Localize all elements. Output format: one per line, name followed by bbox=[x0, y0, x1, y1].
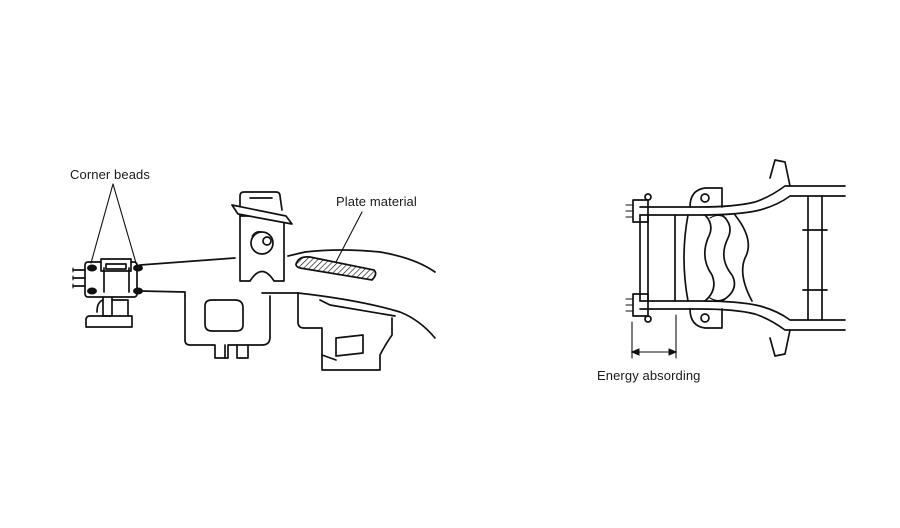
front-crossmember bbox=[184, 295, 271, 359]
energy-absorbing-label: Energy absording bbox=[597, 368, 701, 383]
corner-bead bbox=[133, 264, 143, 272]
corner-bead bbox=[87, 264, 97, 272]
shock-tower bbox=[239, 215, 285, 282]
top-view-frame bbox=[625, 159, 846, 359]
corner-beads-leader bbox=[90, 183, 137, 264]
plate-material-label: Plate material bbox=[336, 194, 417, 209]
corner-bead bbox=[87, 287, 97, 295]
corner-bead bbox=[133, 287, 143, 295]
plate-material bbox=[295, 256, 377, 281]
rear-bracket bbox=[297, 292, 393, 371]
plate-material-leader bbox=[335, 211, 363, 263]
corner-beads-label: Corner beads bbox=[70, 167, 150, 182]
side-view-frame bbox=[72, 183, 436, 371]
